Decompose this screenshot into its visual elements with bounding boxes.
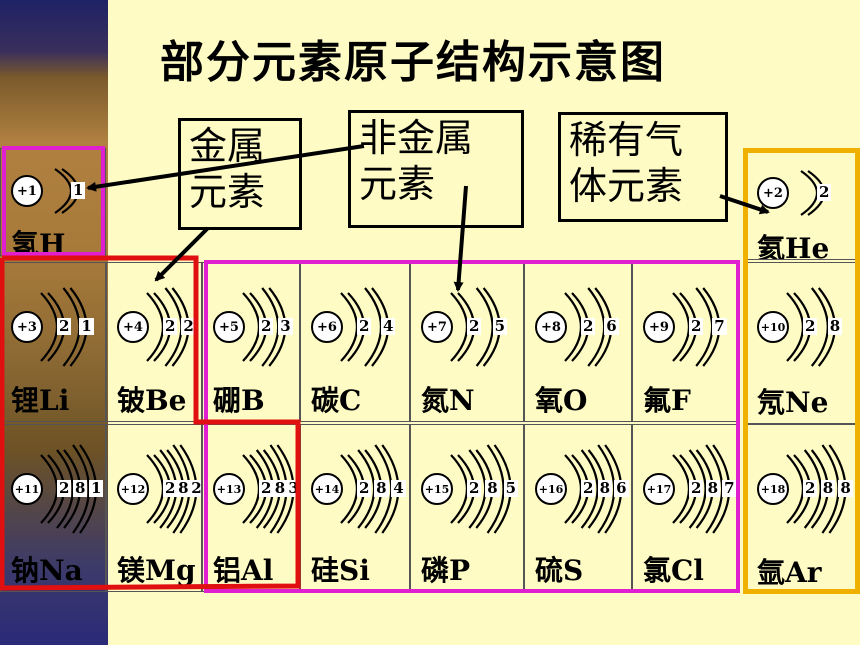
element-name: 氩Ar (757, 556, 822, 589)
electron-count: 2 (357, 479, 372, 497)
electron-count: 4 (381, 317, 396, 335)
electron-count: 2 (689, 317, 704, 335)
page-title: 部分元素原子结构示意图 (160, 37, 666, 88)
electron-count: 2 (57, 479, 72, 497)
electron-count: 2 (689, 479, 704, 497)
electron-count: 2 (467, 479, 482, 497)
nucleus-charge: +3 (11, 311, 43, 343)
nucleus-charge: +9 (643, 311, 675, 343)
electron-count: 8 (374, 479, 389, 497)
electron-count: 8 (705, 479, 720, 497)
element-name: 氢H (11, 228, 66, 256)
nucleus-charge: +16 (535, 473, 567, 505)
element-name: 磷P (421, 554, 471, 587)
element-name: 钠Na (11, 554, 83, 587)
nucleus-charge: +4 (117, 311, 149, 343)
shell-arc (40, 454, 59, 524)
shell-arc (821, 444, 840, 534)
shell-arc (146, 454, 165, 524)
shell-arc (800, 170, 818, 216)
electron-count: 2 (181, 317, 196, 335)
nucleus-charge: +8 (535, 311, 567, 343)
shell-arc (146, 292, 165, 362)
element-name: 硫S (535, 554, 584, 587)
nucleus-charge: +18 (757, 473, 789, 505)
electron-count: 2 (817, 183, 832, 201)
element-name: 氯Cl (643, 554, 704, 587)
element-name: 氧O (535, 384, 588, 417)
element-name: 锂Li (11, 384, 70, 417)
nucleus-charge: +10 (757, 311, 789, 343)
noble-gas-category-label: 稀有气 体元素 (569, 118, 684, 208)
nonmetal-category-box: 非金属 元素 (348, 110, 524, 228)
electron-count: 1 (89, 479, 104, 497)
electron-count: 8 (73, 479, 88, 497)
element-name: 铍Be (117, 384, 187, 417)
electron-count: 2 (57, 317, 72, 335)
electron-count: 6 (604, 317, 619, 335)
element-cell-h: +1 1 氢H (0, 148, 106, 256)
metal-category-box: 金属 元素 (178, 118, 302, 230)
electron-count: 1 (79, 317, 94, 335)
electron-count: 2 (357, 317, 372, 335)
noble-gas-category-box: 稀有气 体元素 (558, 112, 728, 222)
shell-arc (374, 444, 393, 534)
nucleus-charge: +15 (421, 473, 453, 505)
electron-count: 8 (827, 317, 843, 335)
hydrogen-outline (2, 146, 105, 256)
electron-count: 8 (597, 479, 612, 497)
electron-count: 8 (838, 479, 853, 497)
electron-count: 2 (803, 479, 818, 497)
element-name: 氦He (757, 232, 830, 260)
element-name: 碳C (311, 384, 362, 417)
element-name: 硅Si (311, 554, 370, 587)
shell-arc (40, 292, 59, 362)
electron-count: 2 (467, 317, 482, 335)
nucleus-charge: +11 (11, 473, 43, 505)
electron-count: 7 (712, 317, 727, 335)
element-name: 氮N (421, 384, 475, 417)
nucleus-charge: +1 (11, 175, 43, 207)
electron-count: 7 (722, 479, 737, 497)
nucleus-charge: +7 (421, 311, 453, 343)
electron-count: 6 (614, 479, 629, 497)
electron-count: 5 (492, 317, 508, 335)
element-name: 氖Ne (757, 386, 829, 419)
electron-count: 1 (71, 181, 86, 199)
electron-count: 8 (485, 479, 500, 497)
nonmetal-outline (204, 260, 740, 593)
metal-category-label: 金属 元素 (189, 124, 266, 214)
element-name: 镁Mg (117, 554, 196, 587)
electron-count: 2 (163, 317, 178, 335)
electron-count: 2 (581, 317, 596, 335)
shell-arc (54, 168, 72, 214)
shell-arc (705, 444, 724, 534)
electron-count: 4 (391, 479, 406, 497)
electron-count: 2 (189, 479, 202, 497)
electron-count: 5 (503, 479, 518, 497)
element-name: 氟F (643, 384, 691, 417)
electron-count: 2 (803, 317, 818, 335)
electron-count: 2 (581, 479, 596, 497)
nucleus-charge: +6 (311, 311, 343, 343)
nucleus-charge: +17 (643, 473, 675, 505)
nonmetal-category-label: 非金属 元素 (359, 116, 474, 206)
nucleus-charge: +12 (117, 473, 149, 505)
shell-arc (597, 444, 616, 534)
nucleus-charge: +14 (311, 473, 343, 505)
noble-gas-outline (743, 148, 860, 594)
shell-arc (486, 444, 505, 534)
electron-count: 8 (820, 479, 836, 497)
